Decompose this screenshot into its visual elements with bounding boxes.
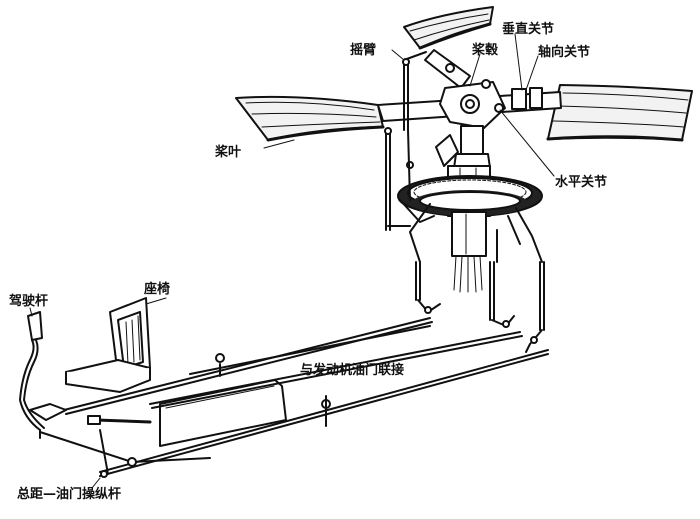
label-blade: 桨叶 bbox=[215, 145, 242, 160]
top-blade bbox=[403, 6, 494, 50]
label-cyclic-stick: 驾驶杆 bbox=[9, 294, 49, 309]
label-feathering-hinge: 轴向关节 bbox=[538, 45, 591, 60]
label-engine-throttle-link: 与发动机油门联接 bbox=[300, 363, 405, 378]
rocker-linkage bbox=[384, 51, 427, 231]
label-rocker-arm: 摇臂 bbox=[350, 43, 377, 58]
left-blade bbox=[235, 95, 385, 142]
seat bbox=[65, 297, 151, 393]
label-lead-lag-hinge: 水平关节 bbox=[555, 175, 608, 190]
label-collective-throttle-lever: 总距—油门操纵杆 bbox=[17, 487, 122, 502]
right-blade bbox=[546, 84, 693, 142]
linkage-rods bbox=[39, 317, 549, 478]
leader-lines bbox=[29, 33, 555, 489]
label-seat: 座椅 bbox=[144, 282, 171, 297]
label-flapping-hinge: 垂直关节 bbox=[502, 22, 555, 37]
cyclic-stick bbox=[19, 311, 67, 439]
mast-and-swashplate bbox=[397, 125, 543, 293]
label-hub: 桨毂 bbox=[472, 43, 499, 58]
control-rods bbox=[415, 261, 545, 353]
rotor-hub bbox=[377, 49, 562, 167]
